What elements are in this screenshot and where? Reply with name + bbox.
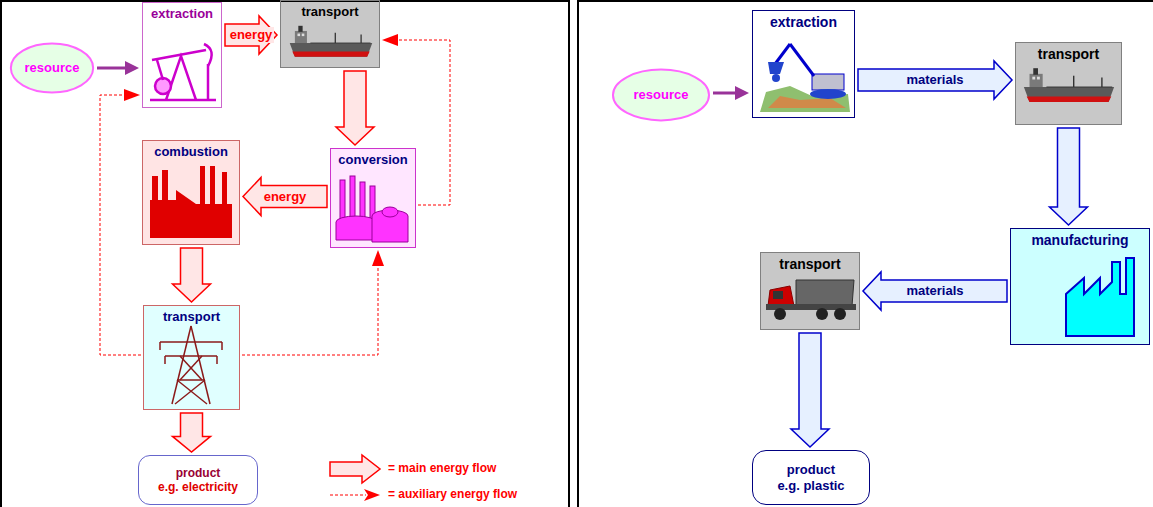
arrow-head <box>125 61 139 75</box>
node-title: conversion <box>338 152 407 168</box>
arrow-head <box>372 250 384 266</box>
box-fill <box>143 305 240 410</box>
process-box: transport <box>280 0 380 68</box>
main-flow-arrow <box>858 61 1012 99</box>
process-box: transport <box>760 252 860 330</box>
ship-icon <box>290 26 373 57</box>
resource-arrow <box>97 61 139 75</box>
node-title: transport <box>163 309 220 325</box>
node-title: resource <box>25 60 80 76</box>
arrow-line <box>97 67 125 70</box>
box-fill <box>760 252 860 330</box>
resource-ellipse: resource <box>612 68 710 122</box>
block-arrow <box>225 16 277 54</box>
node-title: extraction <box>770 14 837 31</box>
process-box: extraction <box>142 2 222 108</box>
edge-label: materials <box>904 283 965 299</box>
block-arrow <box>791 333 829 447</box>
ship-icon <box>1024 68 1114 102</box>
auxiliary-flow-arrow <box>100 89 141 355</box>
edge-label: materials <box>904 72 965 88</box>
factory-icon <box>1066 258 1134 336</box>
process-box: manufacturing <box>1010 228 1150 345</box>
node-title: resource <box>634 87 689 103</box>
process-box: combustion <box>142 140 240 245</box>
truck-icon <box>766 280 856 320</box>
dashed-line <box>100 95 141 355</box>
node-subtitle: e.g. electricity <box>158 480 238 494</box>
node-title: transport <box>1038 46 1099 63</box>
legend-text: = main energy flow <box>388 461 496 475</box>
process-box: conversion <box>330 148 416 248</box>
legend-sample-aux <box>330 495 366 496</box>
block-arrow <box>858 61 1012 99</box>
resource-arrow <box>713 86 749 100</box>
process-box: extraction <box>752 10 855 118</box>
box-fill <box>752 450 870 505</box>
product-box: producte.g. electricity <box>138 455 258 505</box>
main-flow-arrow <box>173 413 211 452</box>
block-arrow <box>243 178 327 216</box>
block-arrow <box>1050 128 1088 225</box>
main-flow-arrow <box>1050 128 1088 225</box>
node-title: product <box>176 466 221 480</box>
box-fill <box>138 455 258 505</box>
auxiliary-flow-arrow <box>382 34 450 205</box>
node-subtitle: e.g. plastic <box>777 478 844 494</box>
resource-ellipse: resource <box>10 42 94 94</box>
box-fill <box>142 2 222 108</box>
box-fill <box>330 148 416 248</box>
block-arrow <box>863 272 1007 310</box>
main-flow-arrow <box>863 272 1007 310</box>
process-box: transport <box>1015 42 1122 125</box>
arrow-head <box>124 89 140 101</box>
power-plant-icon <box>150 166 232 238</box>
edge-label: energy <box>262 189 309 205</box>
legend-text: = auxiliary energy flow <box>388 487 517 501</box>
box-fill <box>752 10 855 118</box>
node-title: product <box>787 462 835 478</box>
box-fill <box>1015 42 1122 125</box>
arrow-line <box>713 92 735 95</box>
block-arrow <box>336 71 374 145</box>
ellipse-shape <box>11 44 93 93</box>
main-flow-arrow <box>243 178 327 216</box>
box-fill <box>1010 228 1150 345</box>
box-fill <box>280 0 380 68</box>
auxiliary-flow-arrow <box>242 250 384 355</box>
block-arrow <box>173 413 211 452</box>
refinery-icon <box>336 176 408 242</box>
edge-label: energy <box>228 27 275 43</box>
arrow-head <box>735 86 749 100</box>
node-title: combustion <box>154 144 228 160</box>
node-title: transport <box>779 256 840 273</box>
ellipse-shape <box>613 70 709 121</box>
main-flow-arrow <box>225 16 277 54</box>
product-box: producte.g. plastic <box>752 450 870 505</box>
panel-frame <box>578 1 1153 507</box>
arrow-head <box>382 34 398 46</box>
process-box: transport <box>143 305 240 410</box>
node-title: transport <box>301 4 358 20</box>
legend-sample-main <box>330 455 380 483</box>
dashed-line <box>242 266 378 355</box>
block-arrow <box>173 248 211 302</box>
dashed-line <box>398 40 450 205</box>
main-flow-arrow <box>791 333 829 447</box>
main-flow-arrow <box>336 71 374 145</box>
pylon-icon <box>160 326 222 404</box>
node-title: extraction <box>151 6 213 22</box>
panel-frame <box>1 1 569 507</box>
main-flow-arrow <box>173 248 211 302</box>
excavator-icon <box>760 44 850 112</box>
node-title: manufacturing <box>1031 232 1128 249</box>
legend-sample-aux-head <box>364 489 380 501</box>
box-fill <box>142 140 240 245</box>
pump-jack-icon <box>150 44 216 100</box>
